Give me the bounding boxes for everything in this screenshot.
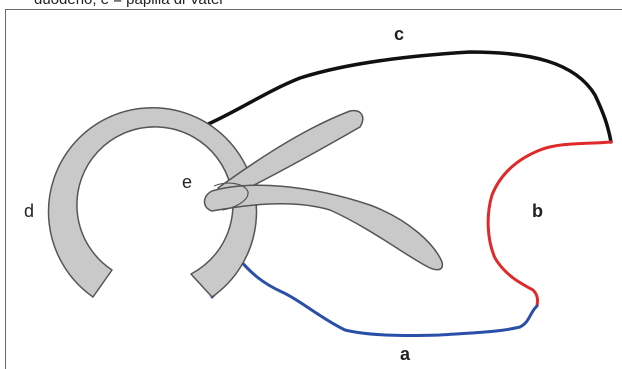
- label-b: b: [532, 201, 543, 221]
- label-e: e: [182, 172, 192, 192]
- label-d: d: [24, 201, 34, 221]
- label-c: c: [394, 24, 404, 44]
- label-a: a: [400, 344, 411, 364]
- segment-a-line: [212, 260, 537, 335]
- segment-c-line: [204, 52, 611, 142]
- segment-b-line: [488, 142, 611, 306]
